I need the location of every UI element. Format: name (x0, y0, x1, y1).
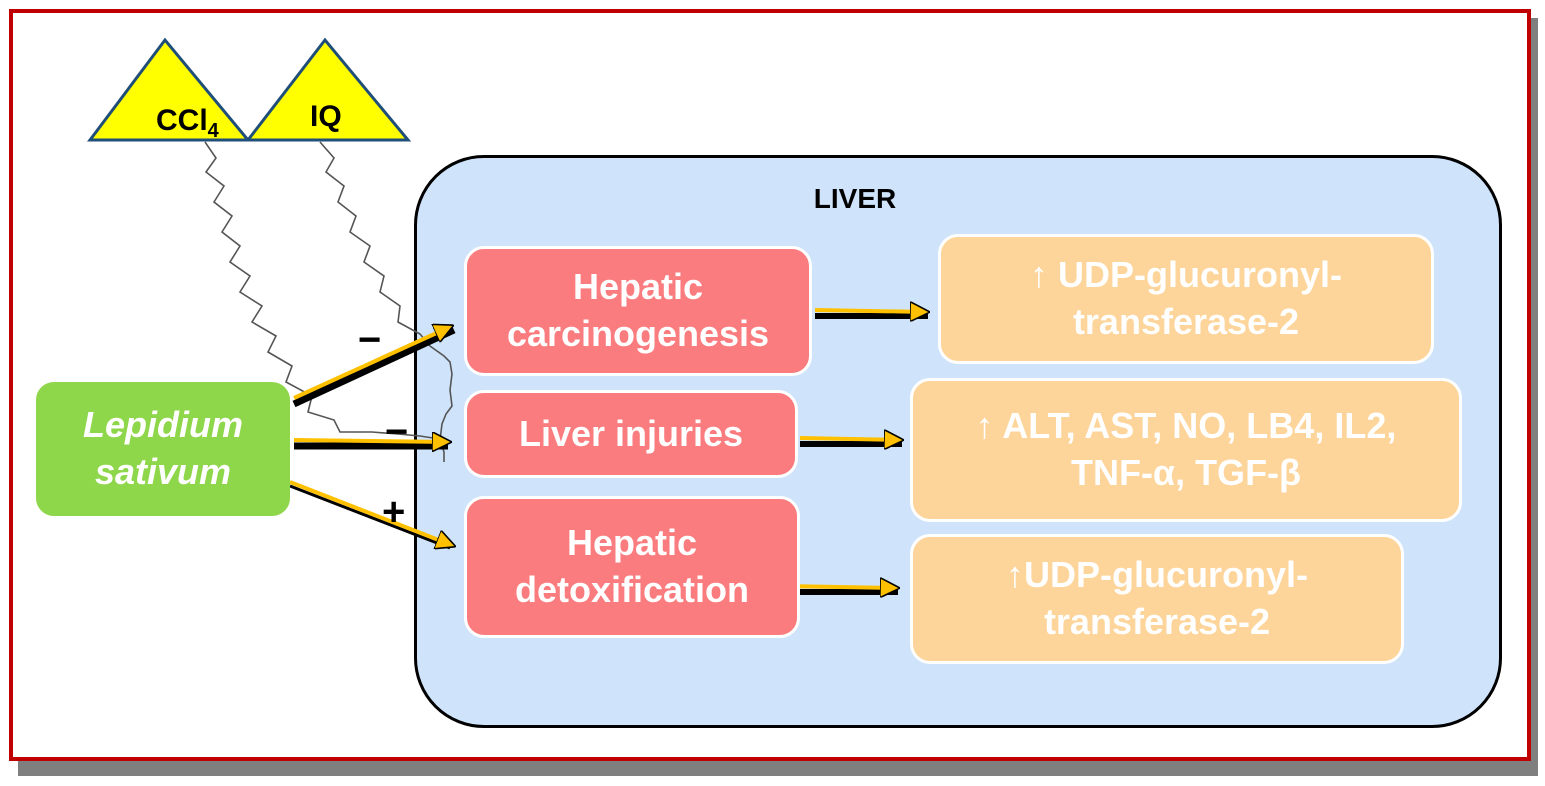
effect-carcinogenesis: Hepatic carcinogenesis (464, 246, 812, 376)
alt-line-1: ↑ ALT, AST, NO, LB4, IL2, (975, 405, 1397, 447)
toxin-label-iq: IQ (310, 100, 342, 133)
marker-udp-1: ↑ UDP-glucuronyl-transferase-2 (938, 234, 1434, 364)
injuries-line-1: Liver injuries (518, 412, 744, 454)
marker-udp-2: ↑UDP-glucuronyl-transferase-2 (910, 534, 1404, 664)
udp2-line-2: transferase-2 (1043, 601, 1271, 642)
effect-detoxification: Hepatic detoxification (464, 496, 800, 638)
udp1-line-1: ↑ UDP-glucuronyl- (1030, 254, 1342, 296)
arrow-lepidium-detox (289, 484, 451, 550)
sign-detox: + (382, 490, 406, 534)
liver-title: LIVER (813, 183, 897, 214)
toxin-label-ccl4: CCl4 (156, 104, 219, 142)
carcinogenesis-line-1: Hepatic (572, 266, 704, 308)
toxin-path-ccl4 (204, 141, 447, 441)
toxin-triangle-ccl4 (87, 37, 252, 142)
detox-line-1: Hepatic (566, 522, 698, 564)
arrow-lepidium-carcinogenesis (292, 326, 456, 408)
toxin-path-iq (319, 141, 453, 462)
toxin-triangle-iq (244, 37, 412, 142)
sign-injuries: − (385, 410, 409, 454)
udp2-line-1: ↑UDP-glucuronyl- (1006, 554, 1308, 596)
alt-line-2: TNF-α, TGF-β (1070, 452, 1302, 493)
detox-line-2: detoxification (514, 569, 750, 610)
effect-injuries: Liver injuries (464, 390, 798, 478)
marker-alt: ↑ ALT, AST, NO, LB4, IL2, TNF-α, TGF-β (910, 378, 1462, 522)
udp1-line-2: transferase-2 (1072, 301, 1300, 342)
lepidium-box: Lepidium sativum (36, 382, 290, 516)
sign-carcinogenesis: − (358, 318, 382, 362)
carcinogenesis-line-2: carcinogenesis (506, 313, 770, 354)
lepidium-line-2: sativum (94, 451, 232, 492)
lepidium-line-1: Lepidium (83, 404, 243, 446)
